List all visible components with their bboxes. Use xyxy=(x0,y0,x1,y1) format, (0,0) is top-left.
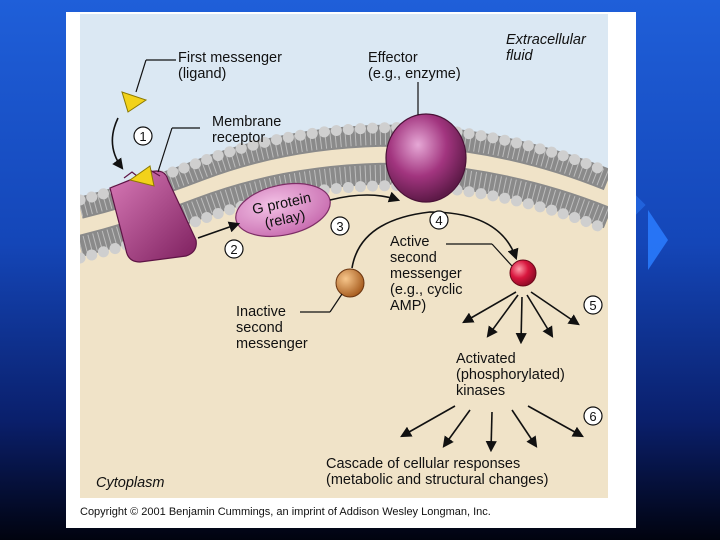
svg-text:receptor: receptor xyxy=(212,130,265,146)
copyright-text: Copyright © 2001 Benjamin Cummings, an i… xyxy=(80,506,491,518)
svg-text:(e.g., cyclic: (e.g., cyclic xyxy=(390,282,463,298)
svg-text:5: 5 xyxy=(589,298,596,313)
svg-text:Cascade of cellular responses: Cascade of cellular responses xyxy=(326,456,520,472)
svg-text:Effector: Effector xyxy=(368,50,418,66)
label-effector: Effector (e.g., enzyme) xyxy=(368,50,461,82)
svg-text:AMP): AMP) xyxy=(390,298,426,314)
step-badge-6: 6 xyxy=(583,406,603,426)
svg-text:(phosphorylated): (phosphorylated) xyxy=(456,367,565,383)
svg-text:Active: Active xyxy=(390,234,430,250)
label-inactive-second-messenger: Inactive second messenger xyxy=(236,304,308,352)
label-cascade: Cascade of cellular responses (metabolic… xyxy=(326,456,548,488)
label-active-second-messenger: Active second messenger (e.g., cyclic AM… xyxy=(390,234,463,314)
svg-text:second: second xyxy=(390,250,437,266)
active-second-messenger xyxy=(509,259,537,287)
svg-text:2: 2 xyxy=(230,242,237,257)
svg-text:Activated: Activated xyxy=(456,351,516,367)
step-badge-4: 4 xyxy=(429,210,449,230)
svg-text:3: 3 xyxy=(336,219,343,234)
arrow-step-3 xyxy=(329,191,401,203)
g-protein xyxy=(235,182,331,238)
svg-text:(ligand): (ligand) xyxy=(178,66,226,82)
effector-enzyme xyxy=(385,113,467,203)
arrow-step-1 xyxy=(111,117,124,170)
svg-text:fluid: fluid xyxy=(506,48,534,64)
label-activated-kinases: Activated (phosphorylated) kinases xyxy=(456,351,565,399)
svg-text:First messenger: First messenger xyxy=(178,50,282,66)
svg-text:Inactive: Inactive xyxy=(236,304,286,320)
svg-text:second: second xyxy=(236,320,283,336)
svg-text:1: 1 xyxy=(139,129,146,144)
step-badge-3: 3 xyxy=(330,216,350,236)
label-membrane-receptor: Membrane receptor xyxy=(212,114,281,146)
arrow-step-4 xyxy=(351,211,519,269)
label-extracellular-fluid: Extracellular fluid xyxy=(506,32,587,64)
svg-text:messenger: messenger xyxy=(390,266,462,282)
inactive-second-messenger xyxy=(335,268,365,298)
ligand-bound-icon xyxy=(128,165,155,187)
arrows-step-6 xyxy=(400,405,584,453)
svg-text:messenger: messenger xyxy=(236,336,308,352)
step-badge-5: 5 xyxy=(583,295,603,315)
label-first-messenger: First messenger (ligand) xyxy=(178,50,282,82)
ligand-icon xyxy=(121,91,148,113)
svg-text:Extracellular: Extracellular xyxy=(506,32,587,48)
svg-text:6: 6 xyxy=(589,409,596,424)
svg-text:(metabolic and structural chan: (metabolic and structural changes) xyxy=(326,472,548,488)
slide-decoration-arrow xyxy=(648,210,668,270)
svg-text:Membrane: Membrane xyxy=(212,114,281,130)
step-badge-1: 1 xyxy=(133,126,153,146)
step-badge-2: 2 xyxy=(224,239,244,259)
svg-text:4: 4 xyxy=(435,213,442,228)
arrow-step-2 xyxy=(197,221,241,239)
arrows-step-5 xyxy=(462,291,580,345)
label-cytoplasm: Cytoplasm xyxy=(96,475,165,491)
svg-text:(e.g., enzyme): (e.g., enzyme) xyxy=(368,66,461,82)
svg-text:kinases: kinases xyxy=(456,383,505,399)
